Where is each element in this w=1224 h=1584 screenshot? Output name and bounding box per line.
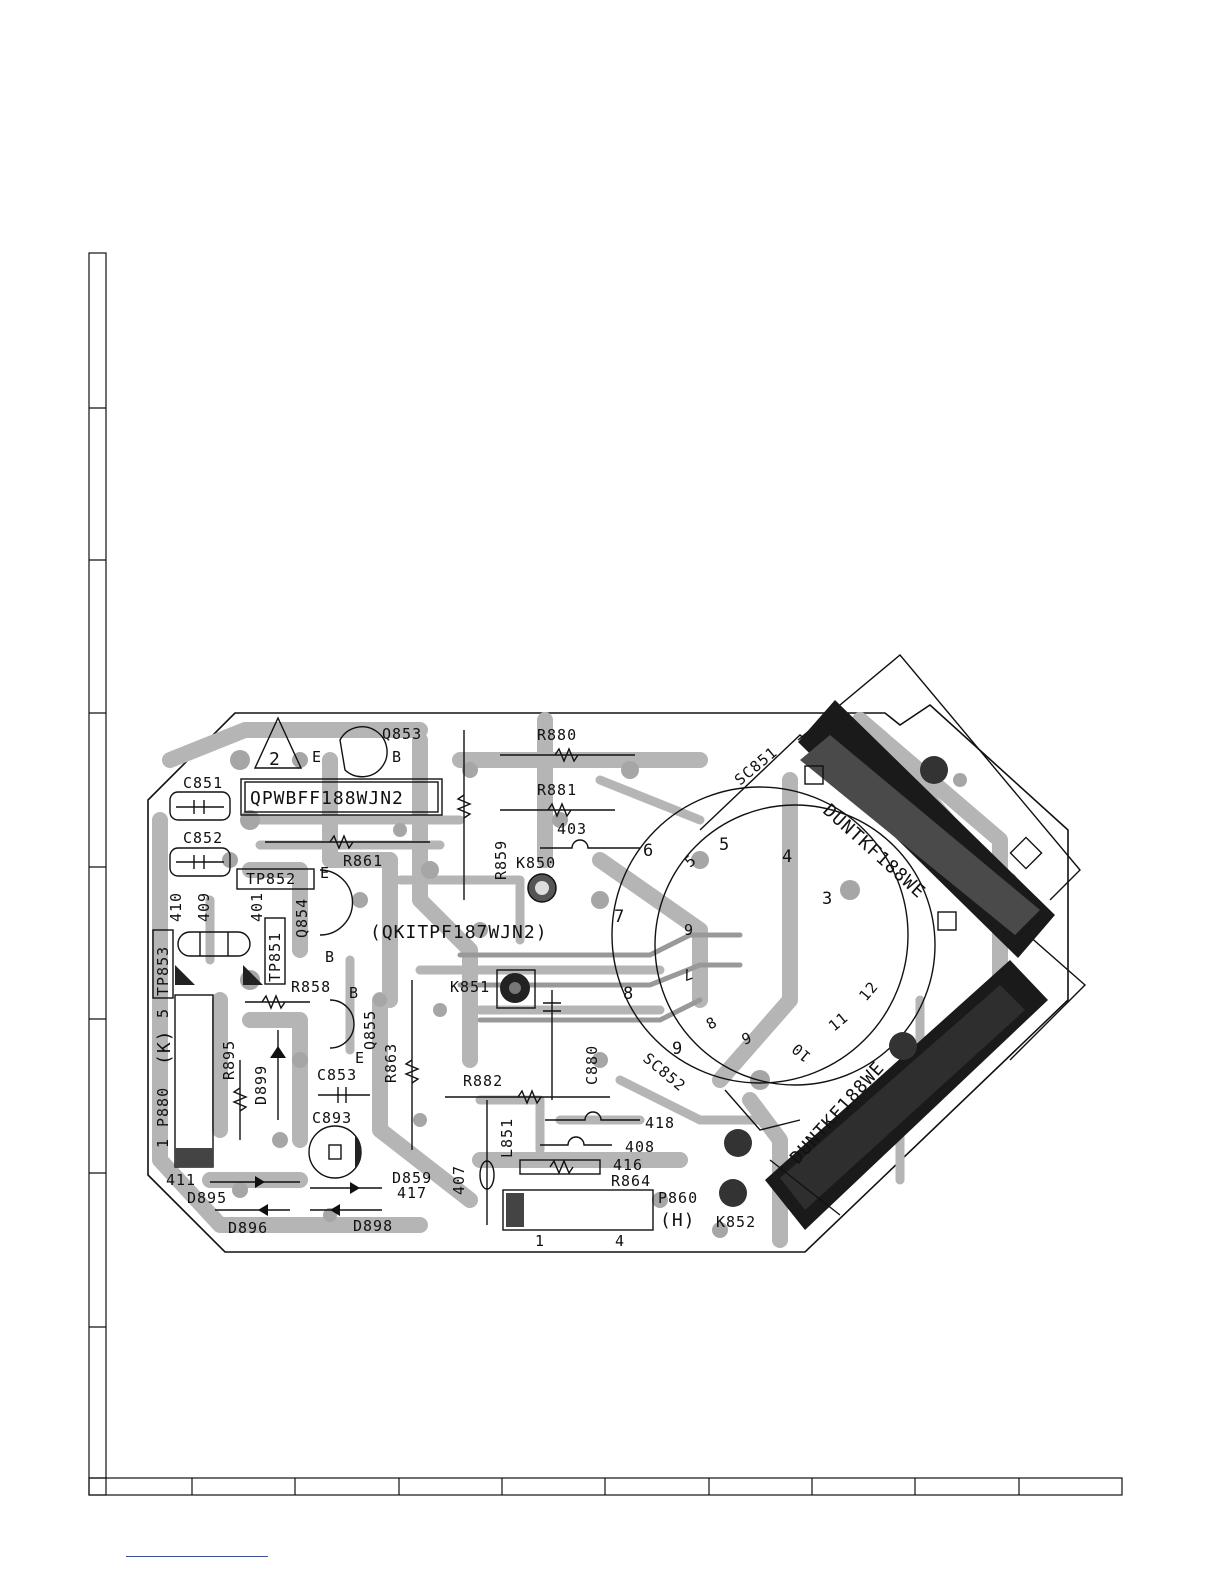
label-q853-e: E <box>312 748 322 766</box>
label-jumper-408: 408 <box>625 1138 655 1156</box>
sc852-pin-6: 6 <box>683 920 693 938</box>
label-jumper-416: 416 <box>613 1156 643 1174</box>
label-r864: R864 <box>611 1172 651 1190</box>
label-q855-b: B <box>349 984 359 1002</box>
label-r859: R859 <box>492 840 510 880</box>
label-d895: D895 <box>187 1189 227 1207</box>
label-jumper-407: 407 <box>450 1165 468 1195</box>
sc851-pin-9: 9 <box>672 1039 683 1059</box>
label-k851: K851 <box>450 978 490 996</box>
label-tp853: TP853 <box>154 946 172 996</box>
copper-traces <box>152 712 1017 1248</box>
label-q855-e: E <box>355 1049 365 1067</box>
sc851-pin-8: 8 <box>623 984 634 1004</box>
component-symbols <box>152 716 654 1231</box>
revision-mark: 2 <box>269 749 281 770</box>
sc851-pin-4: 4 <box>782 847 793 867</box>
label-p880-suffix: (K) <box>154 1029 175 1065</box>
label-d859: D859 <box>392 1169 432 1187</box>
label-q853-b: B <box>392 748 402 766</box>
label-r863: R863 <box>382 1043 400 1083</box>
label-p880-pin5: 5 <box>154 1008 172 1018</box>
label-tp852: TP852 <box>246 870 296 888</box>
sc851-pin-3: 3 <box>822 889 833 909</box>
label-q853: Q853 <box>382 725 422 743</box>
label-jumper-401: 401 <box>248 892 266 922</box>
sc851-pin-5: 5 <box>719 835 730 855</box>
label-c893: C893 <box>312 1109 352 1127</box>
label-p860-pin4: 4 <box>615 1232 625 1250</box>
label-jumper-411: 411 <box>166 1171 196 1189</box>
label-c880: C880 <box>583 1045 601 1085</box>
label-k850: K850 <box>516 854 556 872</box>
footer-link-underline[interactable] <box>126 1556 268 1557</box>
label-d898: D898 <box>353 1217 393 1235</box>
label-d899: D899 <box>252 1065 270 1105</box>
label-tp851: TP851 <box>266 932 284 982</box>
label-r895: R895 <box>220 1040 238 1080</box>
label-c852: C852 <box>183 829 223 847</box>
label-c851: C851 <box>183 774 223 792</box>
label-jumper-418: 418 <box>645 1114 675 1132</box>
label-p860: P860 <box>658 1189 698 1207</box>
label-r881: R881 <box>537 781 577 799</box>
label-r858: R858 <box>291 978 331 996</box>
sc851-pin-6: 6 <box>643 841 654 861</box>
label-c853: C853 <box>317 1066 357 1084</box>
label-q854: Q854 <box>293 898 311 938</box>
label-q854-b: B <box>325 948 335 966</box>
label-jumper-410: 410 <box>167 892 185 922</box>
label-q855: Q855 <box>361 1010 379 1050</box>
connector-sc852-block <box>719 960 1048 1230</box>
kit-number: (QKITPF187WJN2) <box>370 922 548 943</box>
label-p880: P880 <box>154 1087 172 1127</box>
label-r882: R882 <box>463 1072 503 1090</box>
label-p860-pin1: 1 <box>535 1232 545 1250</box>
drawing-frame <box>88 252 1123 1496</box>
label-p860-suffix: (H) <box>660 1210 696 1231</box>
label-d896: D896 <box>228 1219 268 1237</box>
label-r861: R861 <box>343 852 383 870</box>
label-p880-pin1: 1 <box>154 1138 172 1148</box>
board-part-number: QPWBFF188WJN2 <box>250 788 404 809</box>
label-q854-e: E <box>320 864 330 882</box>
label-k852: K852 <box>716 1213 756 1231</box>
label-jumper-409: 409 <box>195 892 213 922</box>
label-jumper-417: 417 <box>397 1184 427 1202</box>
label-r880: R880 <box>537 726 577 744</box>
label-l851: L851 <box>498 1118 516 1158</box>
connector-sc851-block <box>797 654 1081 958</box>
label-jumper-403: 403 <box>557 820 587 838</box>
sc851-pin-7: 7 <box>614 907 625 927</box>
